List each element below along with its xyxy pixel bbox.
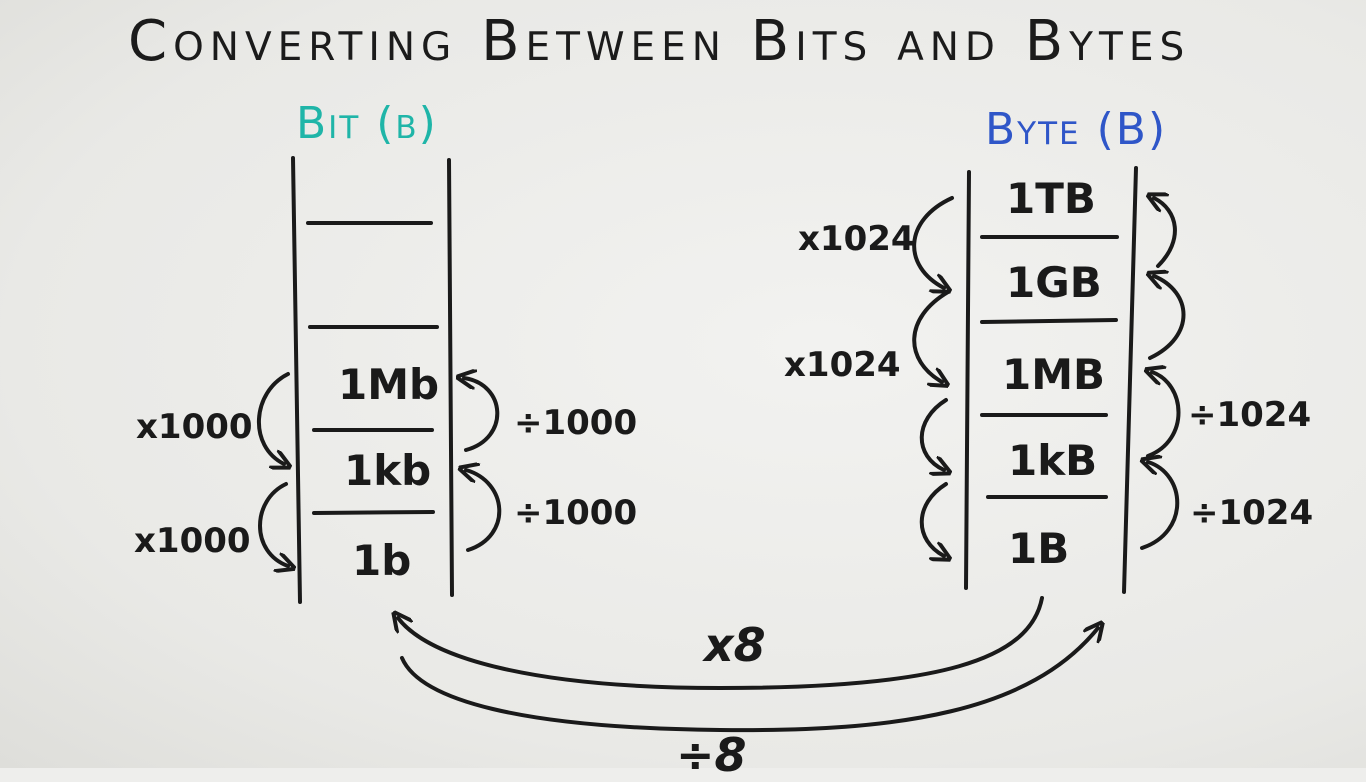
- bit-divide-label: ÷1000: [514, 403, 638, 443]
- bit-unit-kilobit: 1kb: [344, 446, 432, 495]
- byte-unit-gigabyte: 1GB: [1006, 258, 1102, 307]
- byte-multiply-arrow: [919, 482, 946, 556]
- byte-multiply-label: x1024: [784, 345, 901, 385]
- bit-column-heading: Bit (b): [296, 98, 438, 149]
- byte-divider: [980, 318, 1118, 324]
- byte-divide-label: ÷1024: [1188, 395, 1312, 435]
- bits-to-bytes-arc: [400, 628, 1098, 733]
- byte-multiply-arrow: [912, 290, 948, 382]
- bit-multiply-arrow: [258, 482, 288, 566]
- byte-unit-megabyte: 1MB: [1002, 350, 1106, 399]
- byte-divide-label: ÷1024: [1190, 493, 1314, 533]
- byte-multiply-label: x1024: [798, 219, 915, 259]
- bit-multiply-label: x1000: [134, 521, 251, 561]
- bit-divide-label: ÷1000: [514, 493, 638, 533]
- byte-unit-byte: 1B: [1008, 524, 1070, 573]
- byte-divide-arrow: [1148, 372, 1181, 458]
- bit-column-left-rail: [291, 156, 302, 604]
- bit-unit-bit: 1b: [352, 536, 412, 585]
- byte-multiply-arrow: [912, 196, 952, 288]
- byte-column-heading: Byte (B): [985, 104, 1168, 155]
- byte-divide-arrow: [1154, 198, 1177, 268]
- bits-to-bytes-label: x8: [704, 618, 766, 672]
- bit-unit-megabit: 1Mb: [338, 360, 440, 409]
- bytes-to-bits-arc: [398, 596, 1044, 691]
- bit-multiply-label: x1000: [136, 407, 253, 447]
- bit-divide-arrow: [466, 470, 502, 552]
- byte-unit-kilobyte: 1kB: [1008, 436, 1098, 485]
- bit-multiply-arrow: [257, 372, 288, 464]
- byte-column-right-rail: [1122, 166, 1138, 594]
- byte-divide-arrow: [1142, 462, 1180, 550]
- byte-unit-terabyte: 1TB: [1006, 174, 1096, 223]
- bytes-to-bits-label: ÷8: [676, 728, 747, 782]
- byte-divide-arrow: [1150, 276, 1186, 360]
- bit-divide-arrow: [464, 378, 500, 452]
- bit-column-right-rail: [447, 158, 454, 597]
- bit-divider: [312, 510, 435, 515]
- byte-column-left-rail: [964, 170, 971, 590]
- byte-multiply-arrow: [919, 398, 946, 470]
- page-title: Converting Between Bits and Bytes: [128, 9, 1191, 74]
